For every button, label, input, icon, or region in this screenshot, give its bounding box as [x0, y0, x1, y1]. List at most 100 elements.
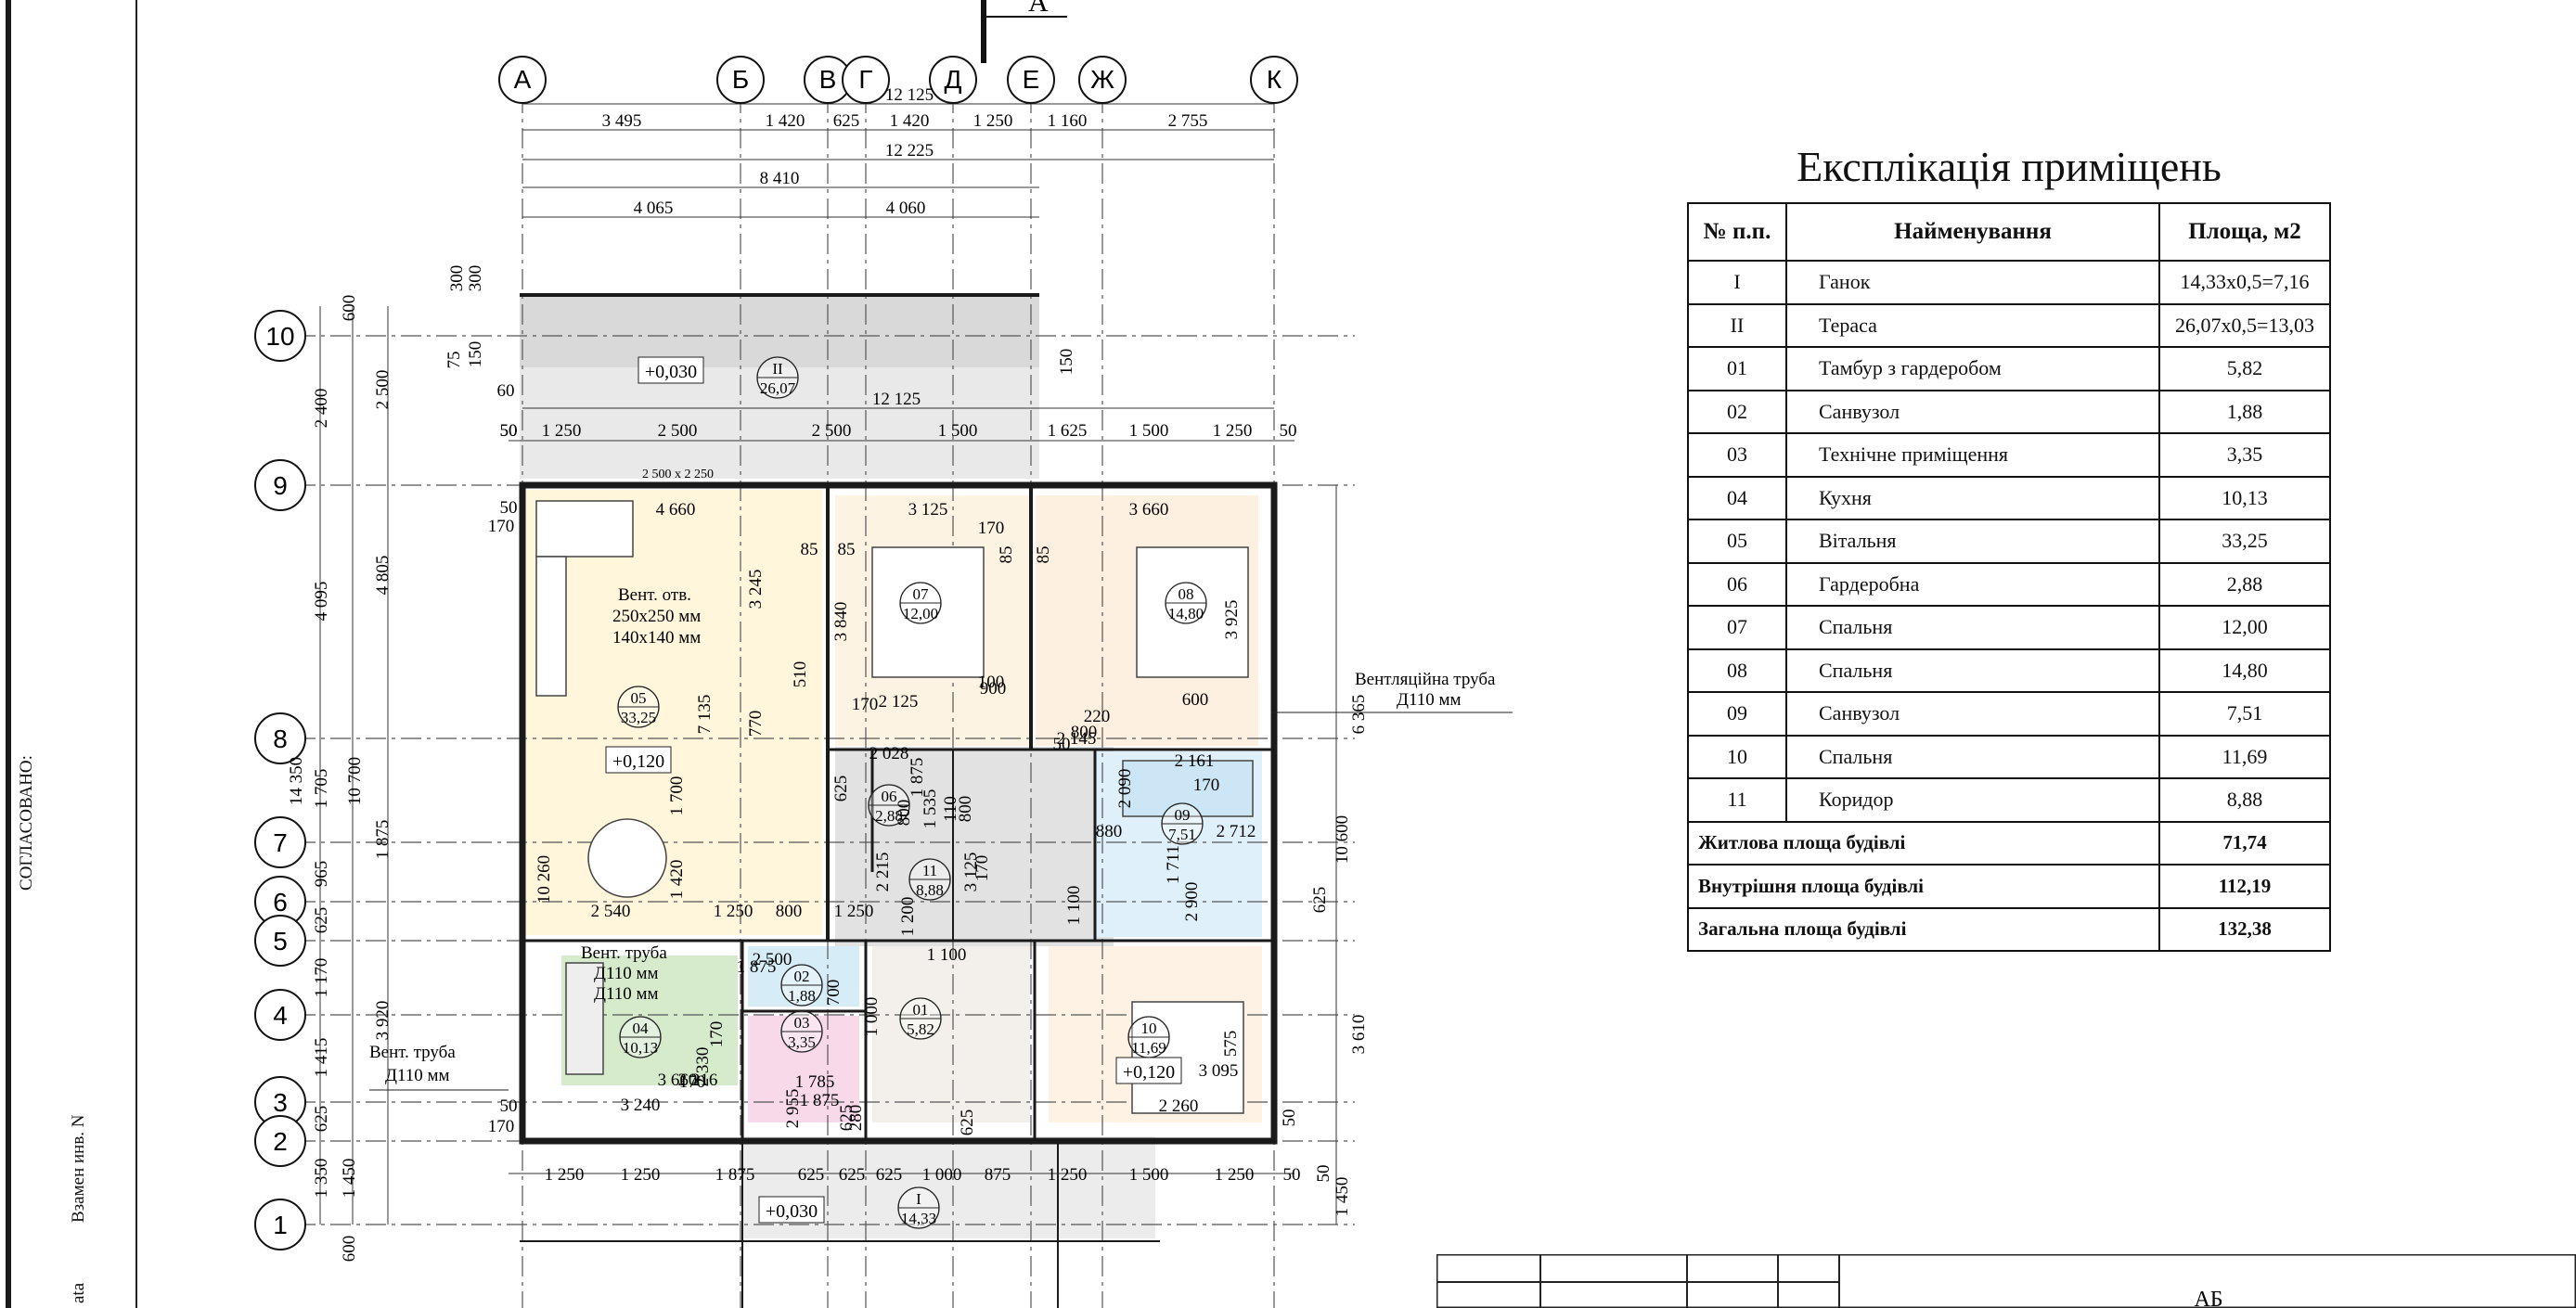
dim-bottom: 625 — [876, 1165, 903, 1185]
kitchen-counter — [565, 962, 604, 1075]
dim-inner: 85 — [801, 540, 818, 559]
dim-top-2: 2 500 — [658, 421, 698, 441]
room-area: 1,88 — [788, 987, 816, 1005]
room-tag-09: 097,51 — [1161, 802, 1204, 845]
dim-terrace-width: 12 125 — [872, 390, 921, 409]
dim-right: 50 — [1314, 1165, 1333, 1183]
room-area: 7,51 — [1168, 826, 1196, 843]
row-area: 2,88 — [2158, 561, 2331, 607]
total-value: 132,38 — [2158, 906, 2331, 952]
room-tag-01: 015,82 — [899, 997, 942, 1040]
dim-left-small: 150 — [466, 341, 485, 368]
frame-line — [135, 0, 137, 1308]
dim-inner: 2 900 — [1182, 882, 1202, 922]
total-name: Загальна площа будівлі — [1687, 906, 2160, 952]
room-tag-I: I14,33 — [897, 1186, 940, 1229]
dim-right: 1 450 — [1333, 1177, 1352, 1217]
dim-inner: 2 215 — [873, 853, 893, 892]
dim-left-small: 150 — [1057, 349, 1076, 376]
row-name: Гардеробна — [1785, 561, 2160, 607]
axis-letter: Б — [732, 65, 749, 94]
dim-left: 600 — [340, 295, 359, 322]
axis-letter: А — [514, 65, 532, 94]
explication-panel: Експлікація приміщень № п.п. Найменуванн… — [1687, 139, 2331, 952]
room-number: 06 — [882, 788, 897, 805]
room-01-fill — [872, 946, 1030, 1122]
dim-bottom: 1 250 — [621, 1165, 661, 1185]
level-05: +0,120 — [612, 751, 664, 772]
row-number: 07 — [1687, 605, 1787, 650]
dim-left: 1 170 — [312, 958, 331, 998]
dim-inner: 170 — [679, 1072, 706, 1092]
row-number: 03 — [1687, 432, 1787, 478]
dim-inner: 1 785 — [795, 1072, 835, 1092]
room-number: I — [916, 1190, 921, 1208]
dim-inner: 700 — [824, 980, 844, 1007]
room-area: 14,80 — [1168, 605, 1204, 622]
dim-top-2: 50 — [500, 421, 518, 441]
room-tags: II26,070533,250712,000814,80062,88118,88… — [617, 356, 1207, 1229]
dim-inner: 625 — [831, 776, 851, 802]
dining-table — [587, 818, 667, 898]
dim-inner: 800 — [956, 796, 975, 823]
dim-inner: 2 500 — [753, 950, 792, 969]
dim-inner: 800 — [1071, 723, 1098, 742]
dim-inner: 1 100 — [1064, 886, 1084, 926]
axis-letter: Е — [1023, 65, 1040, 94]
axis-number: 8 — [273, 725, 288, 753]
dim-left-small: 170 — [488, 517, 515, 536]
row-name: Спальня — [1785, 648, 2160, 693]
dim-top-2: 50 — [1280, 421, 1297, 441]
row-number: 04 — [1687, 475, 1787, 520]
dim-inner: 220 — [1084, 707, 1111, 726]
dim-inner: 170 — [707, 1021, 727, 1048]
axis-bubble-3: В — [804, 56, 852, 104]
room-number: 04 — [633, 1019, 650, 1037]
furniture — [535, 500, 1254, 1114]
dim-left: 600 — [340, 1236, 359, 1263]
row-area: 11,69 — [2158, 734, 2331, 779]
row-number: 05 — [1687, 519, 1787, 564]
row-name: Кухня — [1785, 475, 2160, 520]
dim-left-small: 75 — [444, 352, 464, 369]
dimension-lines — [319, 103, 1337, 1225]
dim-inner: 575 — [1221, 1031, 1241, 1058]
dim-inner: 1 250 — [834, 902, 874, 921]
row-name: Ганок — [1785, 260, 2160, 305]
room-number: 10 — [1141, 1019, 1157, 1037]
row-area: 26,07х0,5=13,03 — [2158, 302, 2331, 348]
room-02-fill — [748, 946, 859, 1007]
row-number: 01 — [1687, 346, 1787, 391]
level-porch: +0,030 — [766, 1201, 818, 1222]
row-area: 12,00 — [2158, 605, 2331, 650]
axis-number: 9 — [273, 471, 288, 500]
dim-inner: 1 875 — [737, 957, 777, 977]
dim-inner: 10 260 — [535, 855, 554, 904]
dim-inner: 2 955 — [783, 1089, 803, 1129]
vent-opening-line-2: 250x250 мм — [612, 607, 701, 626]
dim-left: 4 095 — [312, 582, 331, 622]
dim-inner: 900 — [980, 679, 1007, 699]
dim-top: 1 420 — [766, 111, 805, 131]
section-label: А — [1028, 0, 1049, 18]
dim-top-2: 1 500 — [1129, 421, 1169, 441]
axis-bubble-5: Д — [929, 56, 977, 104]
axis-bubble-6: Е — [1007, 56, 1055, 104]
dim-left-small: 300 — [466, 265, 485, 292]
dim-inner: 1 535 — [921, 789, 940, 829]
dim-left: 1 450 — [340, 1159, 359, 1199]
dim-inner: 2 090 — [1115, 769, 1135, 809]
dim-inner: 3 240 — [621, 1096, 661, 1115]
dim-top: 625 — [833, 111, 860, 131]
dim-left-outer: 14 350 — [287, 757, 306, 805]
axis-number: 5 — [273, 927, 288, 955]
dim-left: 2 400 — [312, 389, 331, 429]
dim-top-2: 1 250 — [542, 421, 582, 441]
